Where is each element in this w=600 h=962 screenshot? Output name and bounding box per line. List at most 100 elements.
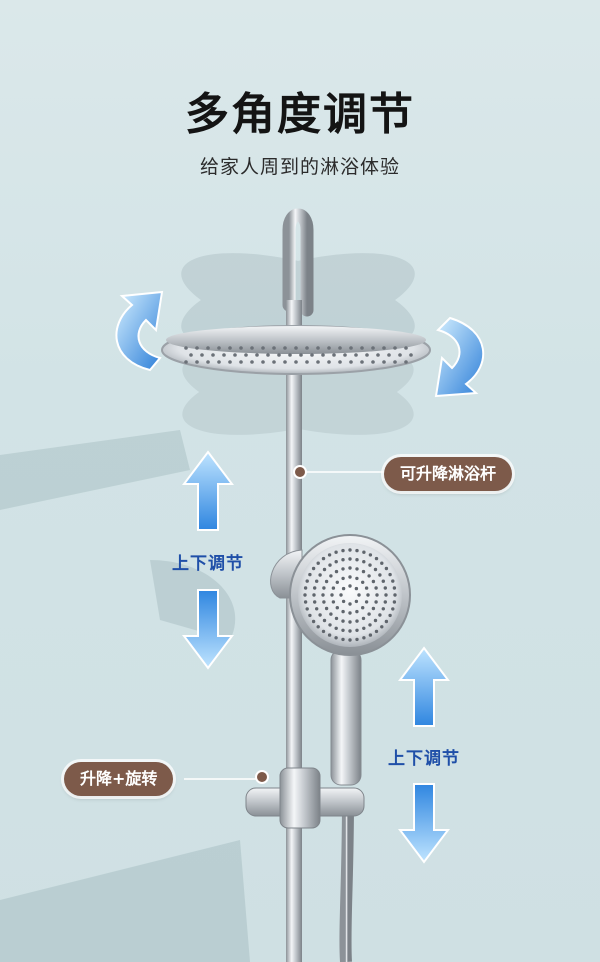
hand-nozzle-dot — [322, 618, 327, 623]
hand-nozzle-dot — [383, 586, 387, 590]
hand-nozzle-dot — [341, 558, 345, 562]
nozzle-dot — [371, 360, 375, 364]
hand-nozzle-dot — [341, 599, 346, 604]
hand-nozzle-dot — [308, 572, 312, 577]
hand-nozzle-dot — [374, 600, 378, 604]
hand-nozzle-dot — [334, 636, 338, 640]
hand-nozzle-dot — [308, 613, 312, 618]
hand-nozzle-dot — [303, 600, 308, 604]
hand-nozzle-dot — [321, 556, 326, 561]
adjust-label-left: 上下调节 — [172, 554, 244, 574]
hand-nozzle-dot — [328, 563, 332, 567]
hand-nozzle-dot — [348, 611, 352, 615]
hand-nozzle-dot — [348, 620, 352, 624]
nozzle-dot — [261, 346, 265, 350]
hand-nozzle-dot — [357, 593, 361, 597]
nozzle-dot — [349, 346, 353, 350]
hand-nozzle-dot — [334, 569, 339, 574]
hand-nozzle-dot — [391, 579, 395, 583]
hand-nozzle-dot — [330, 593, 334, 597]
hand-nozzle-dot — [341, 609, 345, 614]
page-headline: 多角度调节 — [185, 89, 415, 140]
hand-nozzle-dot — [368, 553, 373, 557]
hand-nozzle-dot — [341, 619, 345, 623]
hand-nozzle-dot — [361, 580, 365, 584]
nozzle-dot — [184, 346, 188, 350]
nozzle-dot — [365, 353, 369, 357]
nozzle-dot — [409, 353, 413, 357]
nozzle-dot — [222, 353, 226, 357]
nozzle-dot — [261, 360, 265, 364]
hand-nozzle-dot — [373, 567, 378, 572]
nozzle-dot — [404, 346, 408, 350]
nozzle-dot — [272, 346, 276, 350]
hand-nozzle-dot — [331, 600, 336, 604]
nozzle-dot — [255, 353, 259, 357]
hand-nozzle-dot — [321, 629, 326, 634]
nozzle-dot — [387, 353, 391, 357]
hand-nozzle-dot — [374, 586, 378, 590]
hand-nozzle-dot — [335, 606, 339, 610]
hand-nozzle-dot — [374, 629, 379, 634]
hand-nozzle-dot — [331, 586, 336, 590]
nozzle-dot — [184, 360, 188, 364]
shower-arm — [282, 208, 314, 317]
nozzle-dot — [349, 360, 353, 364]
nozzle-dot — [206, 360, 210, 364]
nozzle-dot — [228, 360, 232, 364]
nozzle-dot — [316, 346, 320, 350]
nozzle-dot — [343, 353, 347, 357]
hand-nozzle-dot — [361, 616, 366, 621]
nozzle-dot — [288, 353, 292, 357]
hand-nozzle-dot — [341, 628, 345, 632]
nozzle-dot — [360, 360, 364, 364]
nozzle-dot — [217, 360, 221, 364]
nozzle-dot — [382, 346, 386, 350]
hand-nozzle-dot — [378, 613, 382, 617]
hand-nozzle-dot — [341, 567, 345, 571]
hand-nozzle-dot — [329, 612, 333, 616]
hand-nozzle-dot — [362, 626, 366, 630]
nozzle-dot — [239, 346, 243, 350]
hand-nozzle-dot — [348, 548, 352, 552]
nozzle-dot — [404, 360, 408, 364]
hand-nozzle-dot — [318, 573, 322, 577]
nozzle-dot — [283, 346, 287, 350]
hand-nozzle-dot — [329, 574, 333, 578]
up-arrow-icon-left — [182, 450, 234, 531]
hand-nozzle-dot — [384, 619, 389, 624]
hand-nozzle-dot — [355, 558, 359, 562]
hand-nozzle-dot — [384, 593, 388, 597]
hand-nozzle-dot — [355, 576, 359, 581]
nozzle-dot — [206, 346, 210, 350]
hand-nozzle-dot — [367, 612, 371, 616]
shower-rod — [286, 300, 302, 962]
nozzle-dot — [327, 360, 331, 364]
nozzle-dot — [299, 353, 303, 357]
nozzle-dot — [277, 353, 281, 357]
hand-nozzle-dot — [334, 550, 338, 554]
rod-marker-dot — [293, 465, 307, 479]
hand-nozzle-dot — [348, 629, 352, 633]
hand-nozzle-dot — [371, 606, 376, 611]
shower-hose — [339, 799, 354, 962]
hand-nozzle-dot — [313, 586, 317, 590]
nozzle-dot — [233, 353, 237, 357]
hand-nozzle-dot — [322, 567, 327, 572]
nozzle-dot — [321, 353, 325, 357]
hand-nozzle-dot — [364, 586, 369, 590]
hand-nozzle-dot — [312, 593, 316, 597]
hand-nozzle-dot — [348, 575, 352, 579]
nozzle-dot — [244, 353, 248, 357]
hand-nozzle-dot — [378, 573, 382, 577]
rod-callout: 可升降淋浴杆 — [384, 457, 513, 491]
hand-nozzle-dot — [334, 560, 338, 564]
hand-nozzle-dot — [341, 586, 346, 591]
nozzle-dot — [332, 353, 336, 357]
hand-nozzle-dot — [315, 579, 319, 583]
nozzle-dot — [250, 360, 254, 364]
hand-nozzle-dot — [355, 609, 359, 614]
nozzle-dot — [272, 360, 276, 364]
